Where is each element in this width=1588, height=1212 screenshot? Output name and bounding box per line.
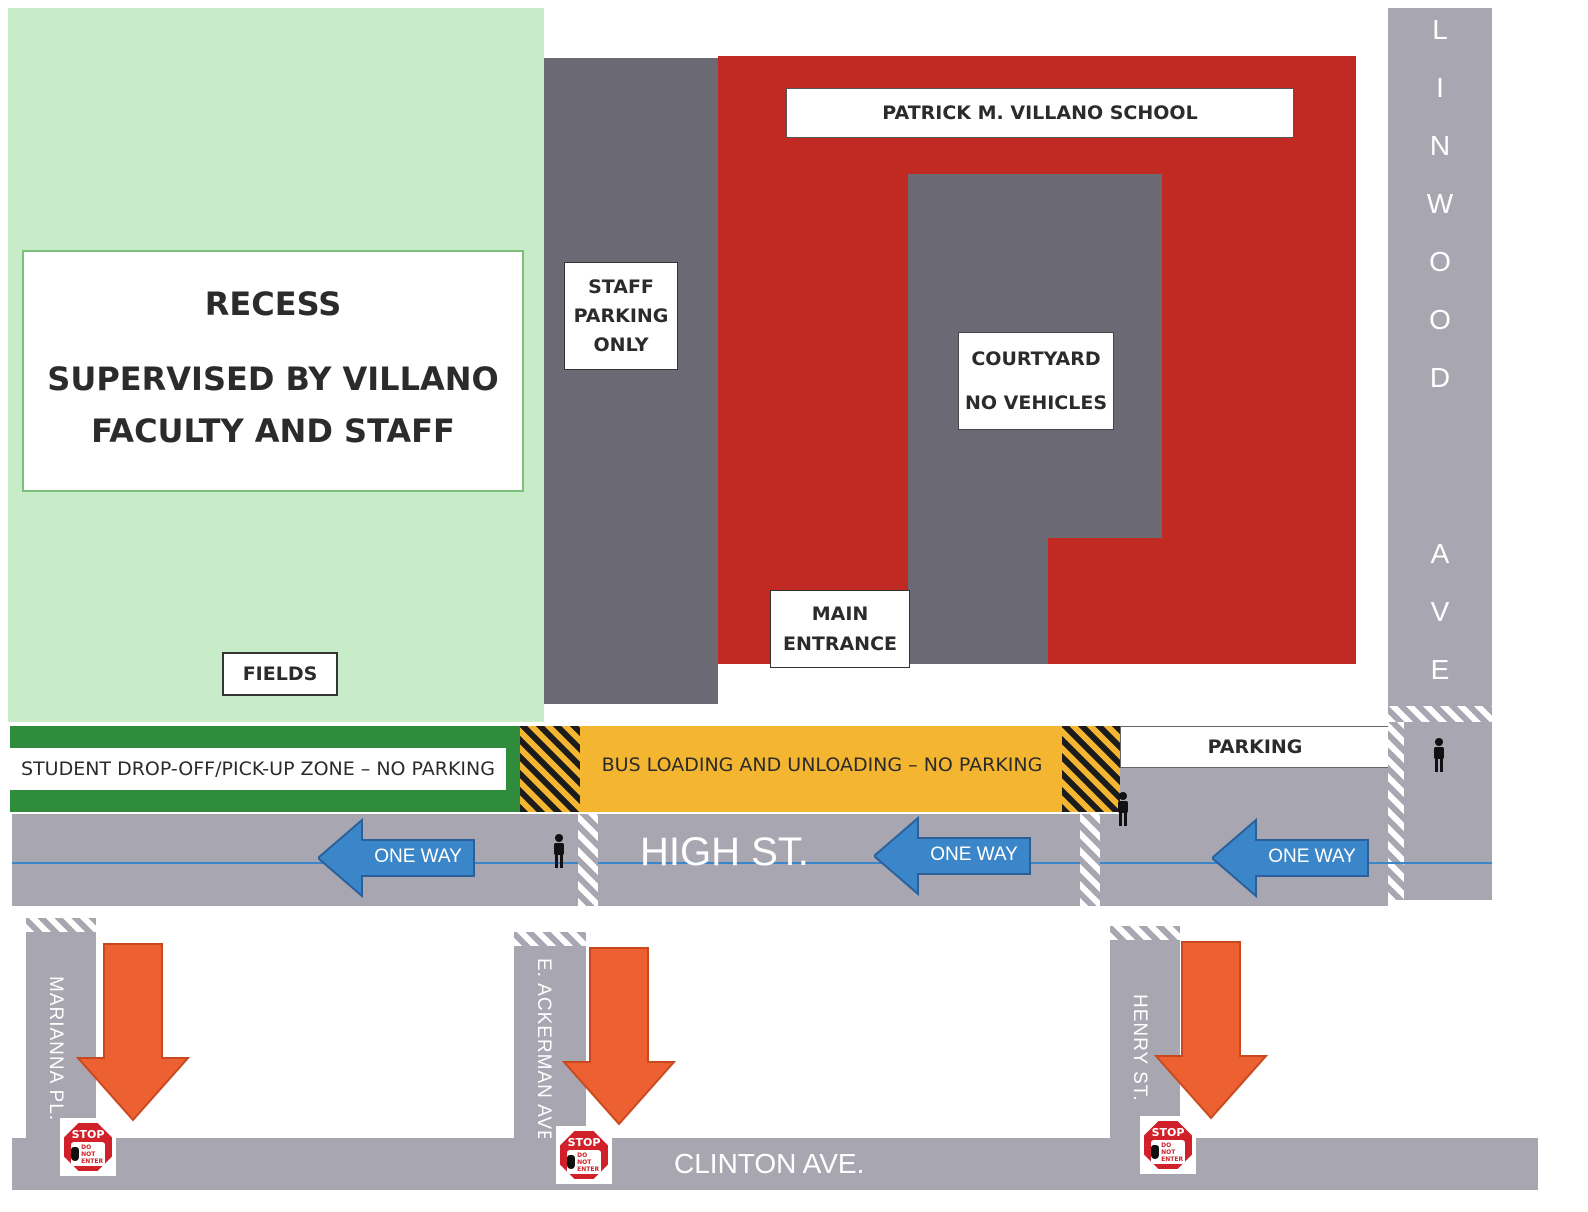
recess-line-1: SUPERVISED BY VILLANO	[47, 360, 499, 398]
one-way-label-right: ONE WAY	[1268, 846, 1356, 867]
school-name-banner: PATRICK M. VILLANO SCHOOL	[786, 88, 1294, 138]
hand-icon	[1151, 1145, 1160, 1159]
marianna-pl-road	[26, 932, 96, 1138]
crosswalk-marianna	[26, 918, 96, 932]
high-st-road	[12, 814, 1388, 906]
courtyard-area-lower	[908, 536, 1048, 664]
staff-parking-line-2: PARKING	[573, 304, 669, 327]
recess-title: RECESS	[204, 285, 342, 323]
pedestrian-icon	[1432, 738, 1446, 777]
one-way-arrow-left: ONE WAY	[316, 817, 476, 899]
down-arrow-henry	[1153, 940, 1269, 1125]
down-arrow-ackerman	[561, 946, 677, 1131]
bus-zone-strip	[580, 726, 1064, 812]
staff-parking-line-3: ONLY	[593, 333, 649, 356]
crosswalk-ackerman	[578, 814, 598, 906]
pedestrian-icon	[1116, 792, 1130, 831]
linwood-ave-label-top: L I N W O O D	[1426, 14, 1454, 393]
main-entrance-line-2: ENTRANCE	[783, 633, 897, 655]
linwood-ave-road	[1388, 8, 1492, 718]
henry-st-road	[1110, 940, 1180, 1138]
linwood-ave-label-bottom: A V E	[1430, 538, 1450, 685]
fields-label: FIELDS	[222, 652, 338, 696]
clinton-ave-label: CLINTON AVE.	[674, 1148, 865, 1179]
one-way-label-middle: ONE WAY	[930, 844, 1018, 865]
staff-parking-lot	[544, 58, 718, 704]
one-way-arrow-right: ONE WAY	[1210, 817, 1370, 899]
e-ackerman-ave-label: E. ACKERMAN AVE.	[533, 958, 554, 1150]
courtyard-sign: COURTYARD NO VEHICLES	[958, 332, 1114, 430]
hand-icon	[71, 1147, 80, 1161]
parking-sign: PARKING	[1120, 726, 1390, 768]
one-way-arrow-middle: ONE WAY	[872, 815, 1032, 897]
bus-zone-hatch-left	[520, 726, 582, 812]
staff-parking-line-1: STAFF	[588, 275, 654, 298]
drop-off-zone-sign: STUDENT DROP-OFF/PICK-UP ZONE – NO PARKI…	[10, 748, 506, 790]
main-entrance-line-1: MAIN	[811, 603, 869, 625]
marianna-pl-label: MARIANNA PL.	[45, 976, 66, 1122]
clinton-ave-road	[12, 1138, 1538, 1190]
crosswalk-linwood-top	[1388, 706, 1492, 722]
crosswalk-henry	[1080, 814, 1100, 906]
crosswalk-linwood-vertical	[1388, 722, 1404, 900]
bus-zone-hatch-right	[1062, 726, 1120, 812]
e-ackerman-ave-road	[514, 946, 586, 1138]
staff-parking-sign: STAFF PARKING ONLY	[564, 262, 678, 370]
crosswalk-henry-south	[1110, 926, 1180, 940]
crosswalk-ackerman-south	[514, 932, 586, 946]
high-st-label: HIGH ST.	[640, 830, 809, 874]
courtyard-line-1: COURTYARD	[971, 348, 1101, 370]
one-way-label-left: ONE WAY	[374, 846, 462, 867]
pedestrian-icon	[552, 834, 566, 873]
bus-zone-label: BUS LOADING AND UNLOADING – NO PARKING	[601, 754, 1043, 776]
recess-sign: RECESS SUPERVISED BY VILLANO FACULTY AND…	[22, 250, 524, 492]
courtyard-line-2: NO VEHICLES	[964, 392, 1108, 414]
hand-icon	[567, 1155, 576, 1169]
recess-line-2: FACULTY AND STAFF	[91, 412, 455, 450]
linwood-corner	[1404, 722, 1492, 900]
high-st-center-line	[12, 862, 1492, 864]
main-entrance-sign: MAIN ENTRANCE	[770, 590, 910, 668]
down-arrow-marianna	[75, 942, 191, 1127]
henry-st-label: HENRY ST.	[1129, 994, 1150, 1102]
